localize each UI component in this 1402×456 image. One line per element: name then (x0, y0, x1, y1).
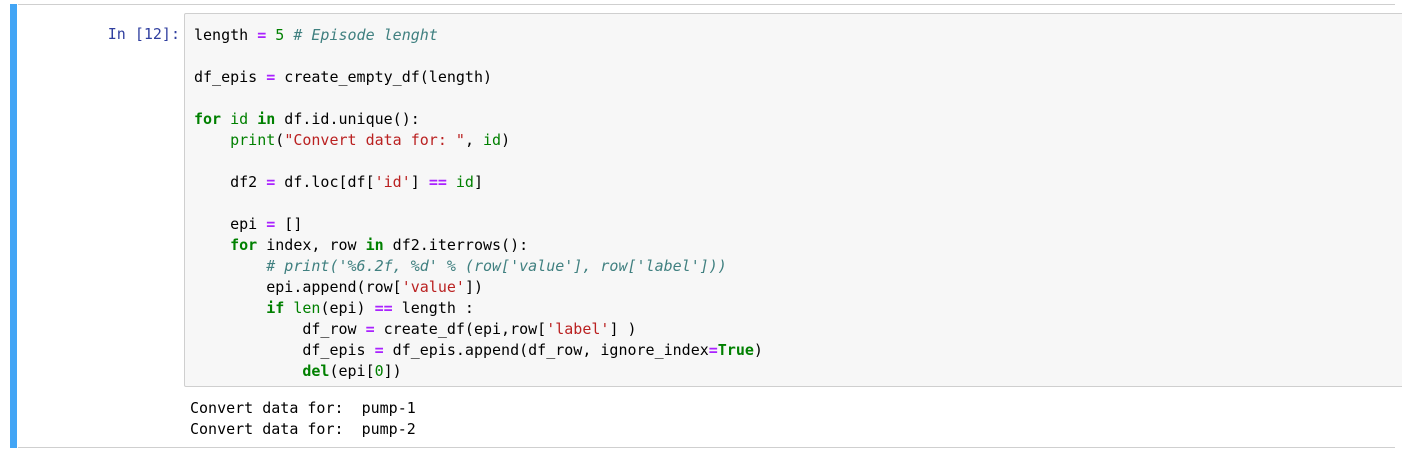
stdout-output: Convert data for: pump-1 Convert data fo… (190, 399, 416, 438)
input-prompt-label: In [12]: (107, 25, 180, 43)
code-cell[interactable]: In [12]: length = 5 # Episode lenght df_… (18, 4, 1402, 448)
cell-output-area: Convert data for: pump-1 Convert data fo… (190, 398, 1400, 440)
code-input-area[interactable]: length = 5 # Episode lenght df_epis = cr… (184, 13, 1402, 387)
code-editor[interactable]: length = 5 # Episode lenght df_epis = cr… (194, 26, 763, 380)
selected-cell-indicator (10, 4, 17, 448)
